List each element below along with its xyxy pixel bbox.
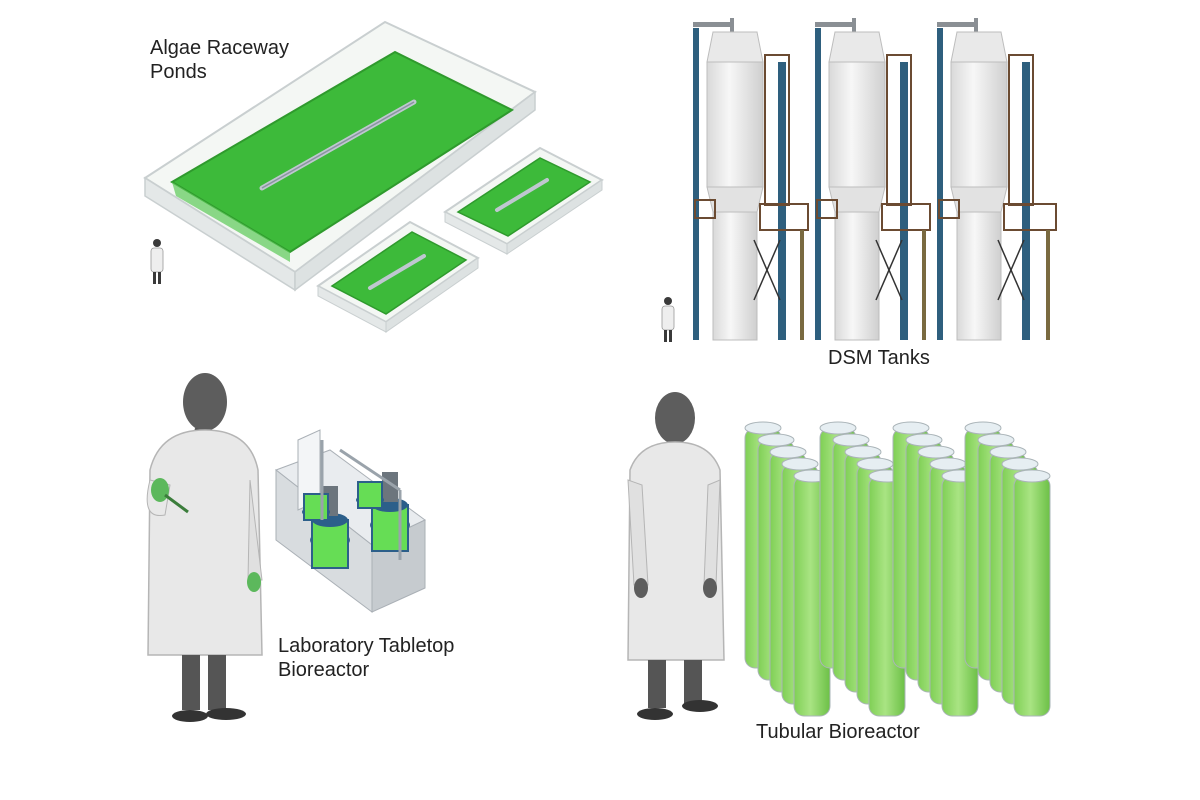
tube-group-3 (892, 421, 979, 717)
tank-unit-3 (937, 18, 1057, 341)
tabletop-bioreactor-device (274, 429, 426, 613)
large-raceway-pond (143, 20, 537, 292)
tabletop-bioreactor-caption-line2: Bioreactor (278, 659, 370, 681)
dsm-tanks-caption: DSM Tanks (828, 347, 930, 369)
tube-group-2 (819, 421, 906, 717)
tube-group-4 (964, 421, 1051, 717)
tabletop-bioreactor-panel (146, 373, 426, 722)
medium-raceway-pond (443, 146, 604, 255)
tank-unit-1 (693, 18, 809, 341)
scientist-figure-small (150, 239, 164, 284)
raceway-ponds-panel (143, 20, 604, 333)
tabletop-bioreactor-caption: Laboratory Tabletop Bioreactor (278, 634, 454, 682)
tank-unit-2 (815, 18, 931, 341)
tubular-bioreactor-panel (627, 392, 1051, 720)
scientist-figure-tiny (661, 297, 675, 342)
raceway-ponds-caption-line2: Ponds (150, 61, 207, 83)
scientist-male (627, 392, 725, 720)
raceway-ponds-caption: Algae Raceway Ponds (150, 36, 289, 84)
tubular-bioreactor-caption: Tubular Bioreactor (756, 721, 920, 743)
tabletop-bioreactor-caption-line1: Laboratory Tabletop (278, 635, 455, 657)
tube-group-1 (744, 421, 831, 717)
scientist-female (146, 373, 263, 722)
small-raceway-pond (316, 220, 480, 333)
raceway-ponds-caption-line1: Algae Raceway (150, 37, 289, 59)
tube-array (744, 421, 1051, 717)
dsm-tanks-panel (661, 18, 1057, 342)
